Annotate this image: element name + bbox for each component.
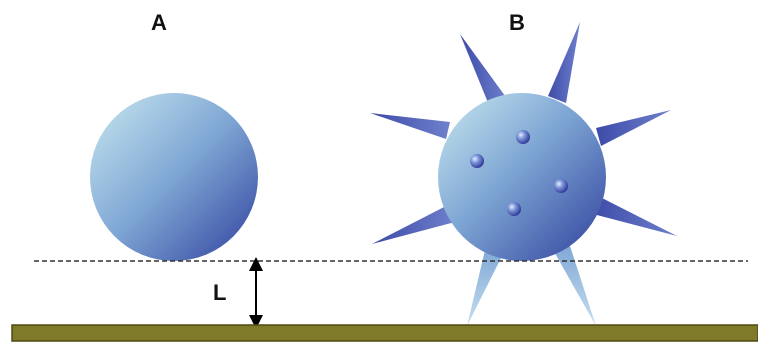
spike: [467, 246, 504, 326]
spiky-particle-b: [438, 93, 606, 261]
bump: [470, 154, 484, 168]
spike: [596, 110, 671, 146]
bump: [516, 130, 530, 144]
spike: [548, 22, 580, 103]
spike: [593, 196, 677, 236]
panel-label-b: B: [509, 10, 525, 35]
bump: [507, 202, 521, 216]
distance-label: L: [213, 280, 226, 305]
smooth-particle-a: [90, 93, 258, 261]
spike: [370, 113, 450, 139]
bump: [554, 179, 568, 193]
panel-label-a: A: [151, 10, 167, 35]
substrate-surface: [12, 325, 758, 341]
spike: [372, 205, 455, 244]
spike: [552, 243, 596, 326]
